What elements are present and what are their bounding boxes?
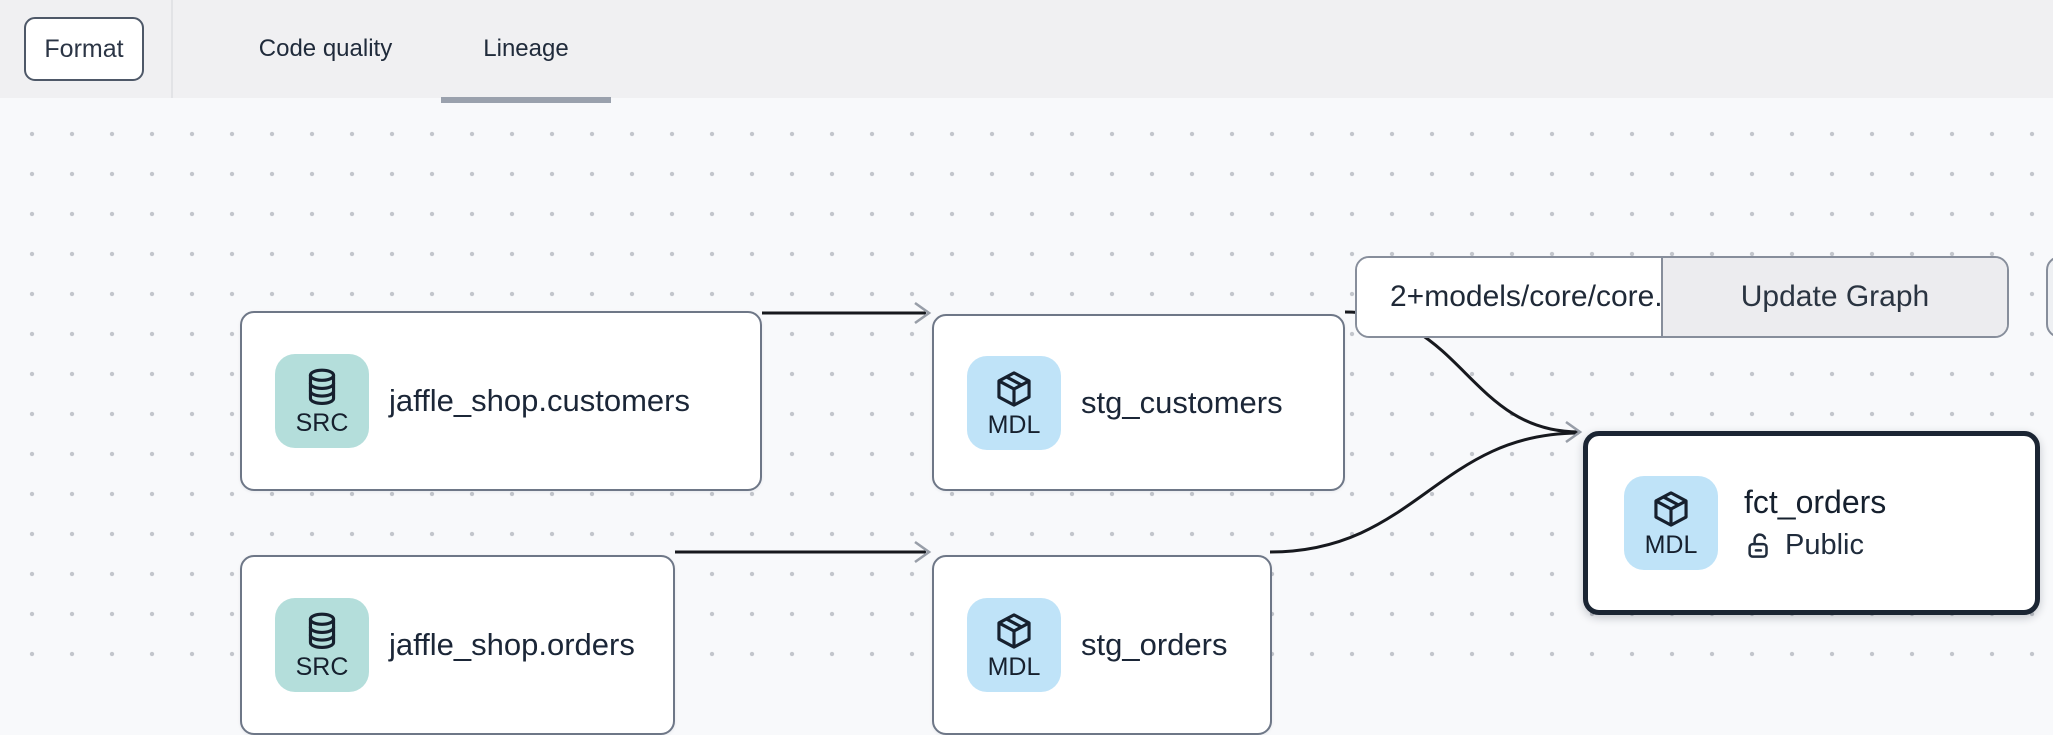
lineage-node-jaffle-shop-orders[interactable]: SRC jaffle_shop.orders (240, 555, 675, 735)
cube-icon (997, 370, 1031, 407)
model-badge: MDL (967, 598, 1061, 692)
tab-code-quality[interactable]: Code quality (258, 35, 393, 62)
cropped-toolbar-button[interactable] (2046, 256, 2053, 338)
lineage-node-stg-orders[interactable]: MDL stg_orders (932, 555, 1272, 735)
source-badge: SRC (275, 354, 369, 448)
node-label: fct_orders (1744, 484, 1887, 520)
cube-icon (1654, 491, 1688, 527)
arrowhead-icon (914, 301, 932, 325)
toolbar-divider (171, 0, 173, 98)
active-tab-indicator (441, 97, 611, 103)
lineage-node-fct-orders[interactable]: MDL fct_orders Public (1583, 431, 2040, 615)
model-badge: MDL (1624, 476, 1718, 570)
arrowhead-icon (1565, 420, 1583, 444)
database-icon (308, 368, 336, 406)
cube-icon (997, 613, 1031, 649)
node-label: jaffle_shop.customers (389, 383, 690, 418)
badge-label: MDL (987, 653, 1041, 681)
node-label: stg_customers (1081, 384, 1283, 420)
badge-label: MDL (1644, 531, 1698, 559)
lineage-canvas[interactable]: SRC jaffle_shop.customers MDL stg_custom… (0, 98, 2053, 735)
lineage-node-jaffle-shop-customers[interactable]: SRC jaffle_shop.customers (240, 311, 762, 491)
node-selector-input[interactable] (1357, 258, 1661, 336)
tab-lineage[interactable]: Lineage (483, 35, 569, 62)
access-label: Public (1785, 529, 1864, 561)
update-graph-button[interactable]: Update Graph (1661, 258, 2007, 336)
node-label: stg_orders (1081, 627, 1228, 662)
lineage-node-stg-customers[interactable]: MDL stg_customers (932, 314, 1345, 491)
arrowhead-icon (914, 540, 932, 564)
badge-label: SRC (295, 653, 349, 681)
model-badge: MDL (967, 355, 1061, 450)
badge-label: MDL (987, 410, 1041, 439)
node-label: jaffle_shop.orders (389, 627, 635, 662)
node-selector-group: Update Graph (1355, 256, 2009, 338)
database-icon (308, 612, 336, 650)
editor-toolbar: Format Code quality Lineage (0, 0, 2053, 98)
source-badge: SRC (275, 598, 369, 692)
access-indicator: Public (1744, 529, 1886, 562)
format-button[interactable]: Format (24, 17, 144, 81)
badge-label: SRC (295, 409, 349, 437)
unlock-icon (1748, 532, 1768, 558)
